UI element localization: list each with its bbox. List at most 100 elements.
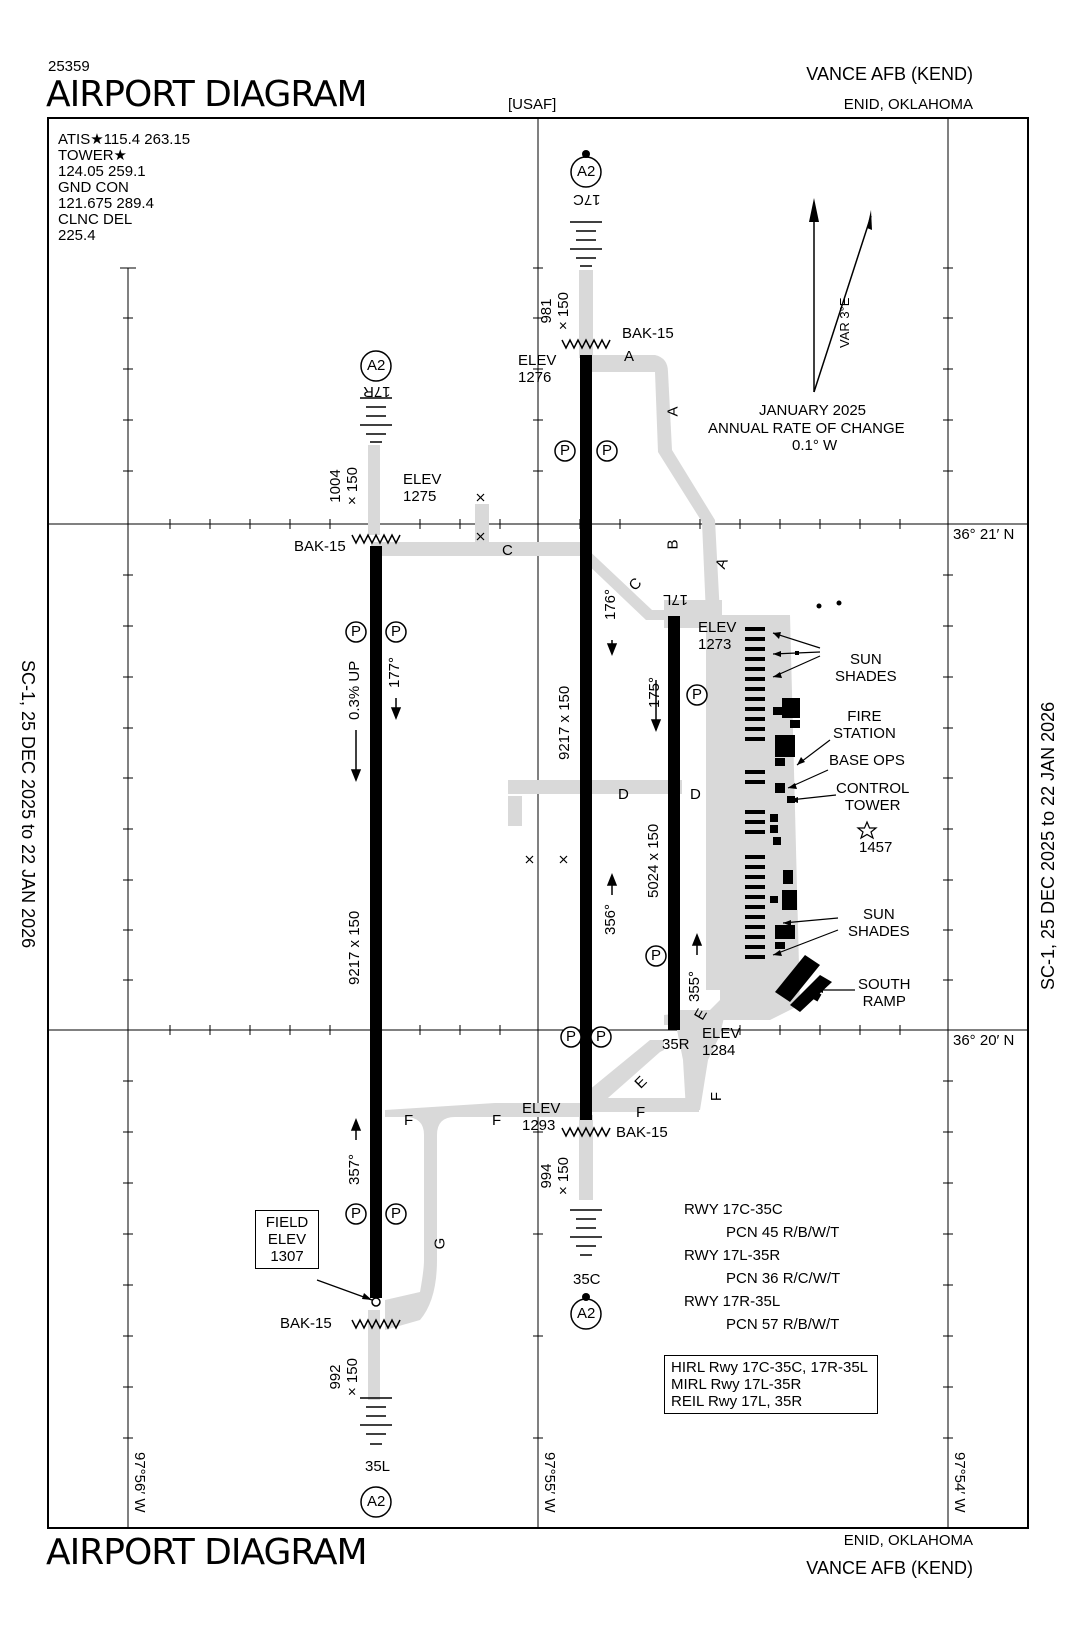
bak-17c: BAK-15 — [622, 325, 674, 342]
tower-freq: 124.05 259.1 — [58, 163, 146, 180]
taxiway-b-label: B — [664, 539, 682, 550]
bak-35l: BAK-15 — [280, 1315, 332, 1332]
lon-mid: 97°55′ W — [541, 1452, 558, 1513]
heading-356: 356° — [602, 903, 619, 935]
rate-title: ANNUAL RATE OF CHANGE — [708, 420, 905, 437]
taxiway-f-label: F — [492, 1112, 502, 1129]
papi-label: P — [651, 947, 662, 964]
footer-airport: VANCE AFB (KEND) — [806, 1558, 973, 1578]
heading-357: 357° — [346, 1153, 363, 1185]
papi-label: P — [391, 623, 402, 640]
tower-label: TOWER★ — [58, 147, 128, 164]
arresting-gear — [351, 338, 611, 1330]
taxiway-f-label: F — [404, 1112, 414, 1129]
footer-city: ENID, OKLAHOMA — [843, 1532, 973, 1549]
atis-freq: ATIS★115.4 263.15 — [58, 131, 191, 148]
elev-35c: ELEV 1293 — [522, 1100, 561, 1134]
taxiway-a-label: A — [624, 348, 635, 365]
pcn-rwy: RWY 17R-35L — [684, 1293, 781, 1310]
elev-17l: ELEV 1273 — [698, 619, 737, 653]
field-elev-point — [371, 1297, 381, 1307]
pcn-rwy: RWY 17L-35R — [684, 1247, 781, 1264]
papi-label: P — [560, 442, 571, 459]
lighting-line: HIRL Rwy 17C-35C, 17R-35L — [671, 1359, 869, 1376]
ground-label: GND CON — [58, 179, 129, 196]
runways — [370, 355, 680, 1298]
lighting-line: REIL Rwy 17L, 35R — [671, 1393, 803, 1410]
callout-arrowheads — [362, 632, 823, 1300]
length-17c-35c: 9217 x 150 — [556, 685, 573, 760]
rate-value: 0.1° W — [792, 437, 838, 454]
variation-arrows — [813, 215, 872, 393]
bak-35c: BAK-15 — [616, 1124, 668, 1141]
taxiway-f-label: F — [636, 1104, 646, 1121]
papi-label: P — [391, 1205, 402, 1222]
overrun-35c: 994 × 150 — [538, 1157, 572, 1195]
validity-left: SC-1, 25 DEC 2025 to 22 JAN 2026 — [18, 660, 38, 949]
hold-marks — [476, 493, 568, 864]
taxiway-f-label: F — [708, 1091, 726, 1102]
pcn-table: RWY 17C-35C PCN 45 R/B/W/T RWY 17L-35R P… — [684, 1198, 840, 1336]
a2-35l: A2 — [367, 1493, 386, 1510]
taxiway-a-label: A — [664, 406, 682, 417]
tower-obstacle-star — [856, 820, 878, 840]
ground-freq: 121.675 289.4 — [58, 195, 154, 212]
sun-shade-rows — [745, 627, 765, 959]
runway-35c-label: 35C — [573, 1271, 601, 1288]
runway-17l-35r — [668, 616, 680, 1030]
pcn-value: PCN 57 R/B/W/T — [726, 1316, 840, 1333]
fire-station-label: FIRE STATION — [833, 708, 896, 742]
length-17r-35l: 9217 x 150 — [346, 910, 363, 985]
field-elevation-box: FIELD ELEV 1307 — [255, 1210, 319, 1269]
overrun-17c: 981 × 150 — [538, 292, 572, 330]
clearance-freq: 225.4 — [58, 227, 96, 244]
pcn-value: PCN 36 R/C/W/T — [726, 1270, 841, 1287]
runway-17c-label: 17C — [573, 191, 601, 208]
buildings — [770, 600, 842, 1012]
clearance-label: CLNC DEL — [58, 211, 133, 228]
elev-17c: ELEV 1276 — [518, 352, 557, 386]
a2-symbols — [360, 156, 602, 1518]
runway-17r-label: 17R — [363, 383, 391, 400]
page-title: AIRPORT DIAGRAM — [46, 74, 368, 115]
graticule — [48, 118, 1028, 1528]
tower-elevation: 1457 — [859, 839, 893, 856]
lat-north: 36° 21′ N — [953, 526, 1015, 543]
pcn-rwy: RWY 17C-35C — [684, 1201, 783, 1218]
footer-title: AIRPORT DIAGRAM — [46, 1532, 368, 1573]
sun-shades-south-label: SUN SHADES — [848, 906, 910, 940]
heading-355: 355° — [686, 970, 703, 1002]
variation-date: JANUARY 2025 — [759, 402, 867, 419]
lon-east: 97°54′ W — [951, 1452, 968, 1513]
taxiway-d-label: D — [618, 786, 629, 803]
elev-35r: ELEV 1284 — [702, 1025, 741, 1059]
airport-name: VANCE AFB (KEND) — [806, 64, 973, 84]
papi-symbols — [345, 440, 708, 1225]
a2-17r: A2 — [367, 357, 386, 374]
validity-right: SC-1, 25 DEC 2025 to 22 JAN 2026 — [1038, 701, 1058, 990]
overrun-35l: 992 × 150 — [327, 1358, 361, 1396]
overrun-17r: 1004 × 150 — [327, 467, 361, 505]
runway-17c-35c — [580, 355, 592, 1120]
runway-17l-label: 17L — [663, 591, 689, 608]
chart-number: 25359 — [48, 58, 90, 75]
comms-block: ATIS★115.4 263.15 TOWER★ 124.05 259.1 GN… — [58, 132, 190, 244]
approach-lights — [360, 221, 602, 1445]
taxiway-d-label: D — [690, 786, 701, 803]
runway-slope: 0.3% UP — [346, 660, 363, 720]
south-ramp-label: SOUTH RAMP — [858, 976, 911, 1010]
ramp-apron — [720, 615, 800, 1020]
a2-35c: A2 — [577, 1305, 596, 1322]
a2-dots — [582, 150, 590, 1301]
length-17l-35r: 5024 x 150 — [645, 823, 662, 898]
magnetic-north-arrowhead — [867, 210, 872, 230]
bak-17r: BAK-15 — [294, 538, 346, 555]
runway-17r-35l — [370, 546, 382, 1298]
papi-label: P — [566, 1028, 577, 1045]
pcn-value: PCN 45 R/B/W/T — [726, 1224, 840, 1241]
city-name: ENID, OKLAHOMA — [843, 96, 973, 113]
agency-label: [USAF] — [508, 96, 557, 113]
base-ops-label: BASE OPS — [829, 752, 905, 769]
heading-177: 177° — [386, 656, 403, 688]
